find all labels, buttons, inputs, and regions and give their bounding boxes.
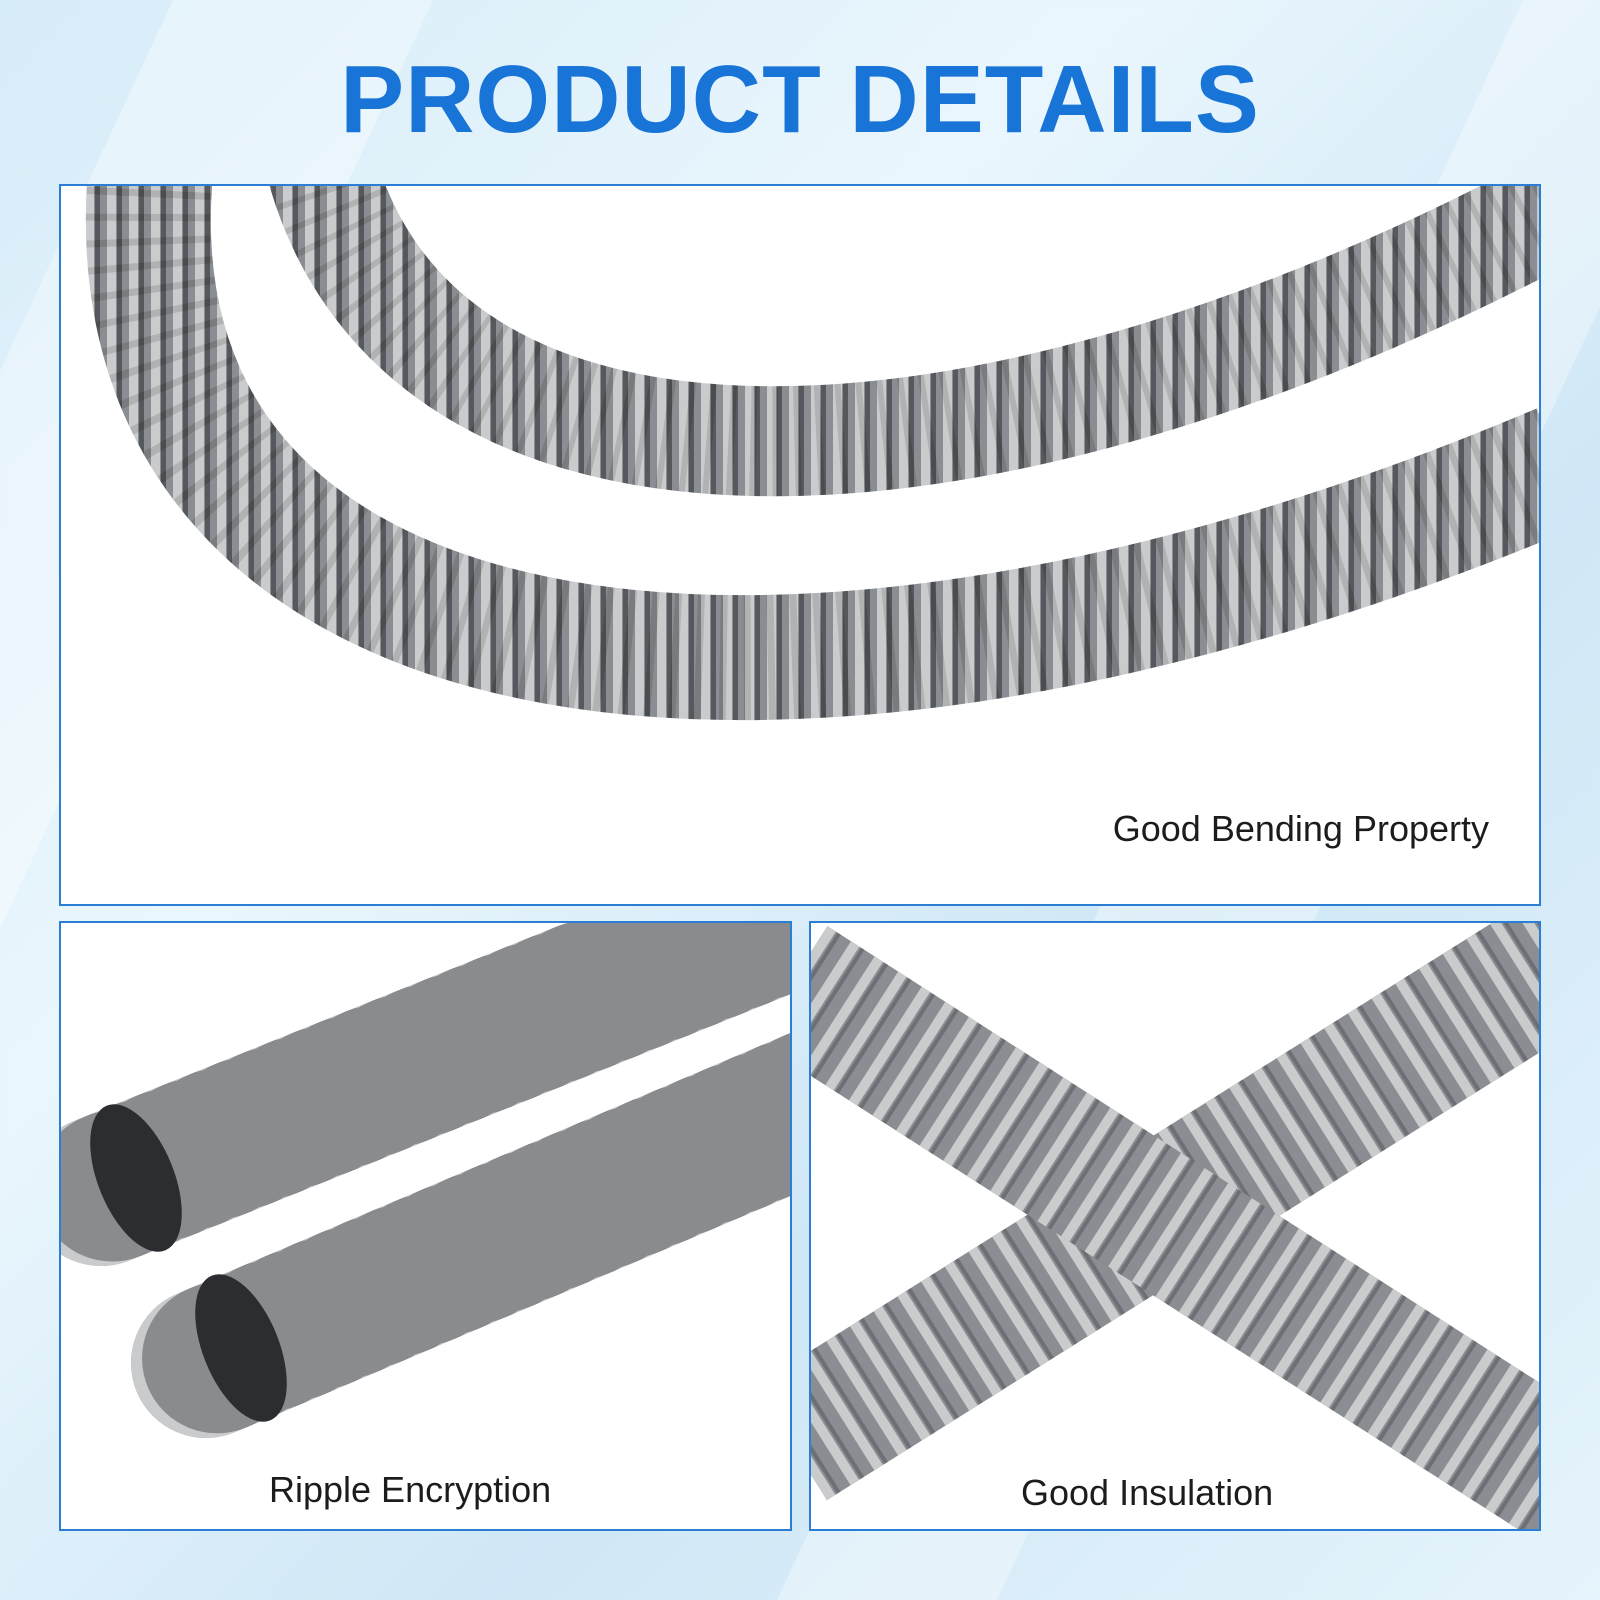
- panel-insulation: Good Insulation: [809, 921, 1541, 1531]
- page-title: PRODUCT DETAILS: [340, 46, 1260, 153]
- panel-caption: Good Insulation: [1021, 1472, 1274, 1513]
- corrugated-hose-image: [61, 923, 790, 1438]
- panel-caption: Good Bending Property: [1112, 808, 1489, 849]
- panel-ripple: Ripple Encryption: [59, 921, 792, 1531]
- panel-caption: Ripple Encryption: [269, 1469, 552, 1510]
- corrugated-hose-image: [85, 186, 1539, 721]
- panel-bending: Good Bending Property: [59, 184, 1541, 906]
- corrugated-hose-image: [811, 923, 1539, 1529]
